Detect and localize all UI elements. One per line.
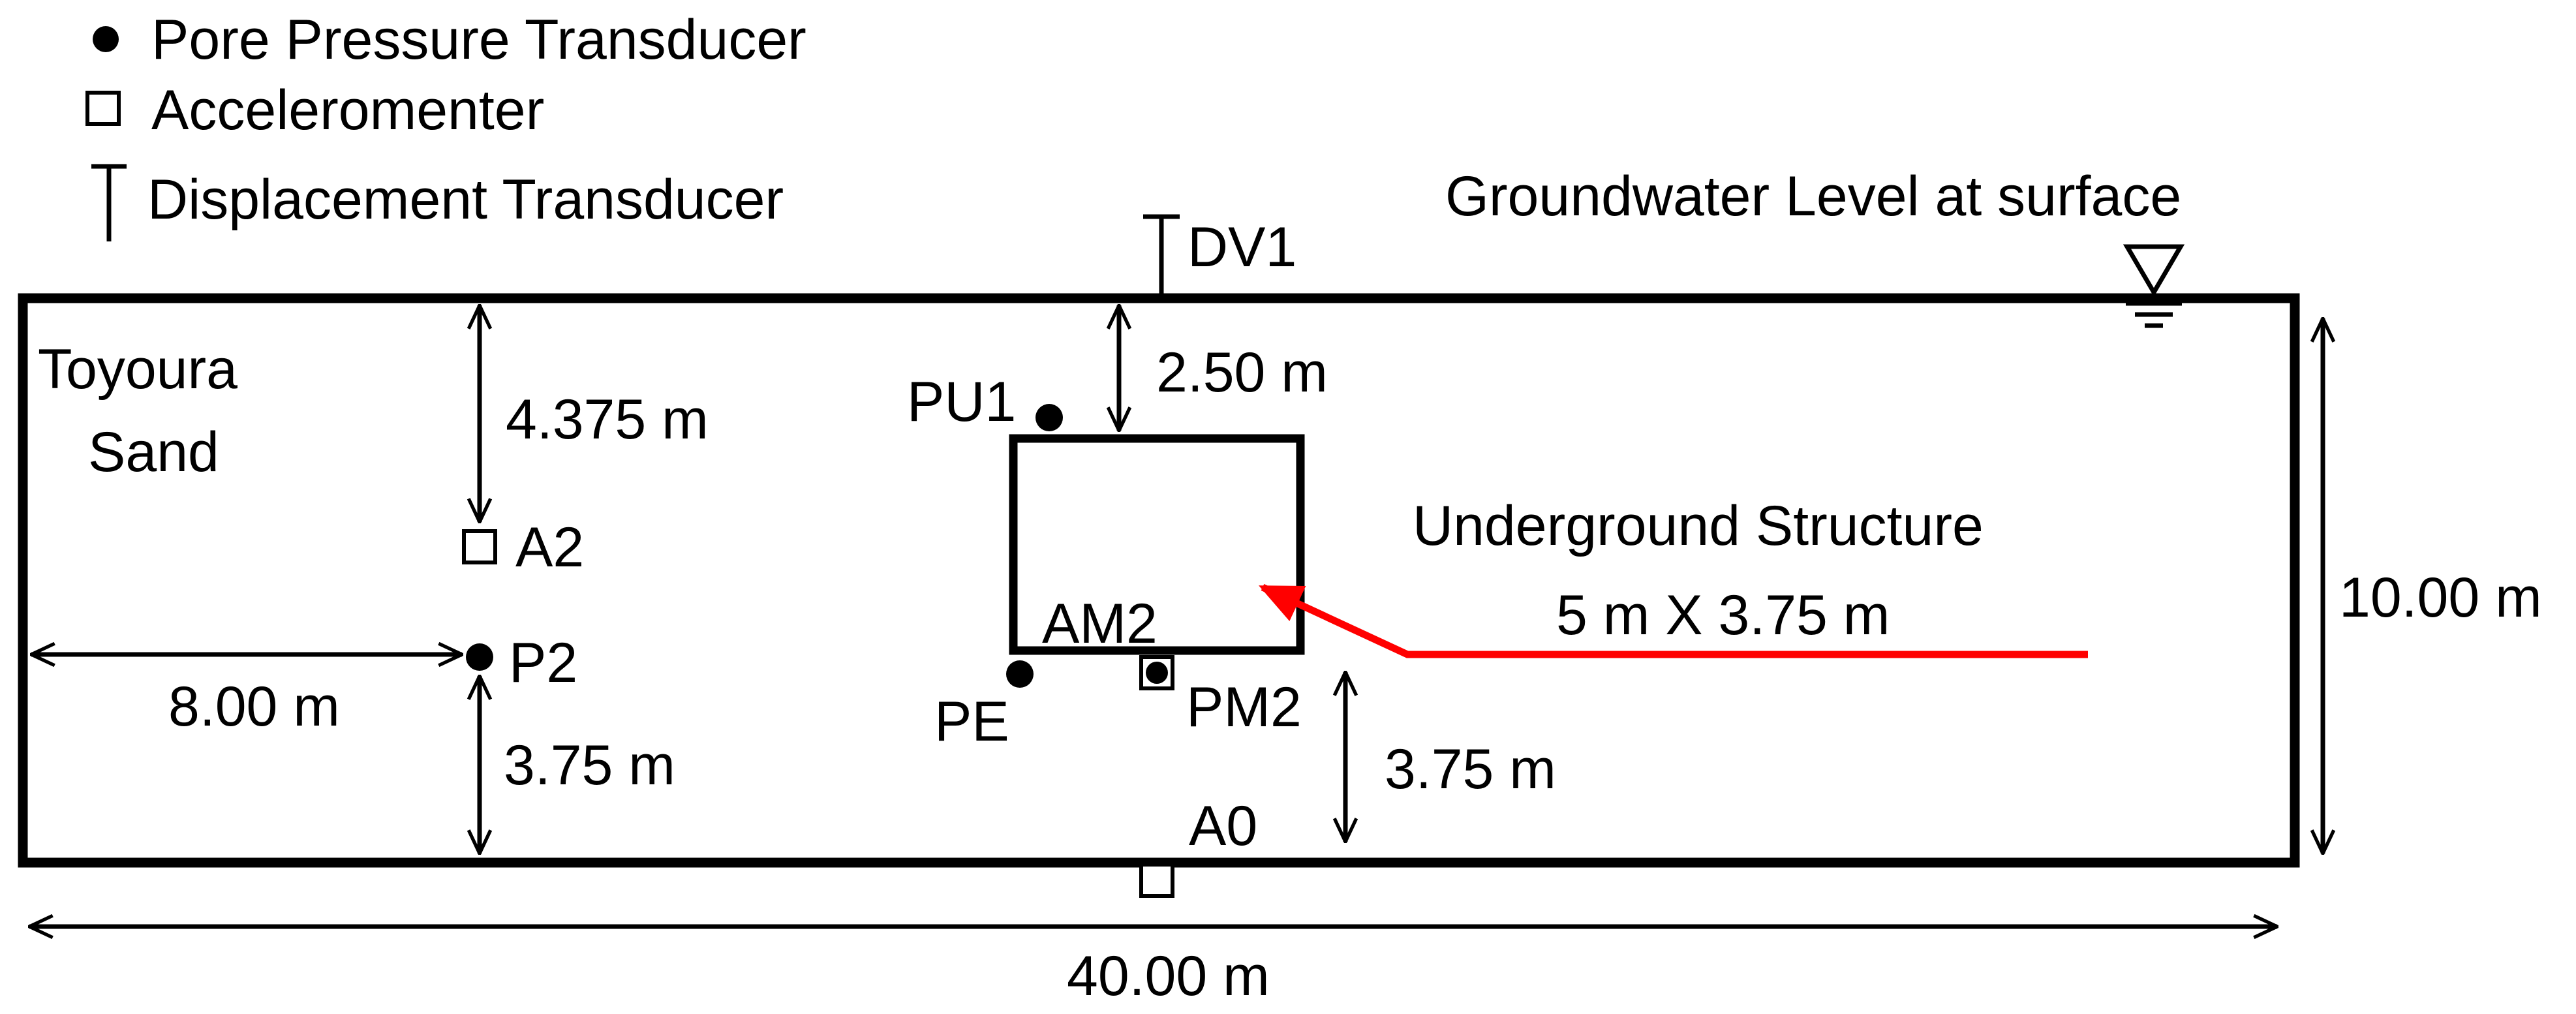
legend: Pore Pressure Transducer Acceleromenter … bbox=[85, 8, 806, 241]
dim-label-below-structure: 3.75 m bbox=[1385, 738, 1556, 801]
accelerometer-a2 bbox=[462, 529, 497, 564]
structure-label-line2: 5 m X 3.75 m bbox=[1556, 584, 1890, 647]
structure-label-line1: Underground Structure bbox=[1413, 495, 1984, 557]
displacement-transducer-dv1 bbox=[1143, 214, 1180, 298]
water-level-icon bbox=[2123, 244, 2185, 328]
sensor-label-am2: AM2 bbox=[1042, 592, 1158, 655]
legend-displacement-label: Displacement Transducer bbox=[147, 168, 784, 231]
sensor-label-a0: A0 bbox=[1189, 795, 1257, 857]
sensor-label-dv1: DV1 bbox=[1188, 216, 1296, 279]
soil-label-line2: Sand bbox=[88, 421, 219, 484]
groundwater-label: Groundwater Level at surface bbox=[1445, 165, 2181, 228]
sensor-label-pe: PE bbox=[934, 690, 1009, 753]
accelerometer-legend-icon bbox=[85, 91, 121, 126]
sensor-label-pm2: PM2 bbox=[1186, 676, 1302, 739]
legend-accelerometer-label: Acceleromenter bbox=[151, 79, 544, 142]
soil-label-line1: Toyoura bbox=[38, 338, 238, 401]
dim-label-total-height: 10.00 m bbox=[2339, 566, 2542, 629]
dim-label-cover: 2.50 m bbox=[1156, 341, 1328, 404]
dim-label-total-width: 40.00 m bbox=[1067, 945, 1270, 1007]
accelerometer-a0 bbox=[1139, 863, 1174, 898]
sensor-label-p2: P2 bbox=[509, 632, 577, 694]
pore-pressure-sensor-p2 bbox=[466, 643, 493, 671]
sensor-label-pu1: PU1 bbox=[907, 371, 1016, 433]
pore-pressure-legend-icon bbox=[93, 26, 119, 52]
displacement-legend-icon bbox=[91, 164, 127, 241]
pore-pressure-sensor-pu1 bbox=[1035, 404, 1063, 431]
sensor-pm2-am2 bbox=[1139, 655, 1174, 690]
pore-pressure-sensor-pe bbox=[1006, 660, 1034, 688]
structure-pointer-arrow bbox=[1259, 584, 2088, 658]
legend-pore-pressure-label: Pore Pressure Transducer bbox=[151, 8, 806, 71]
dim-label-p2-height: 3.75 m bbox=[504, 734, 675, 797]
dim-label-p2-width: 8.00 m bbox=[168, 675, 340, 738]
underground-structure bbox=[1009, 434, 1305, 655]
sensor-label-a2: A2 bbox=[515, 516, 584, 579]
dimension-arrows bbox=[29, 305, 2323, 927]
dim-label-a2-depth: 4.375 m bbox=[506, 388, 709, 451]
